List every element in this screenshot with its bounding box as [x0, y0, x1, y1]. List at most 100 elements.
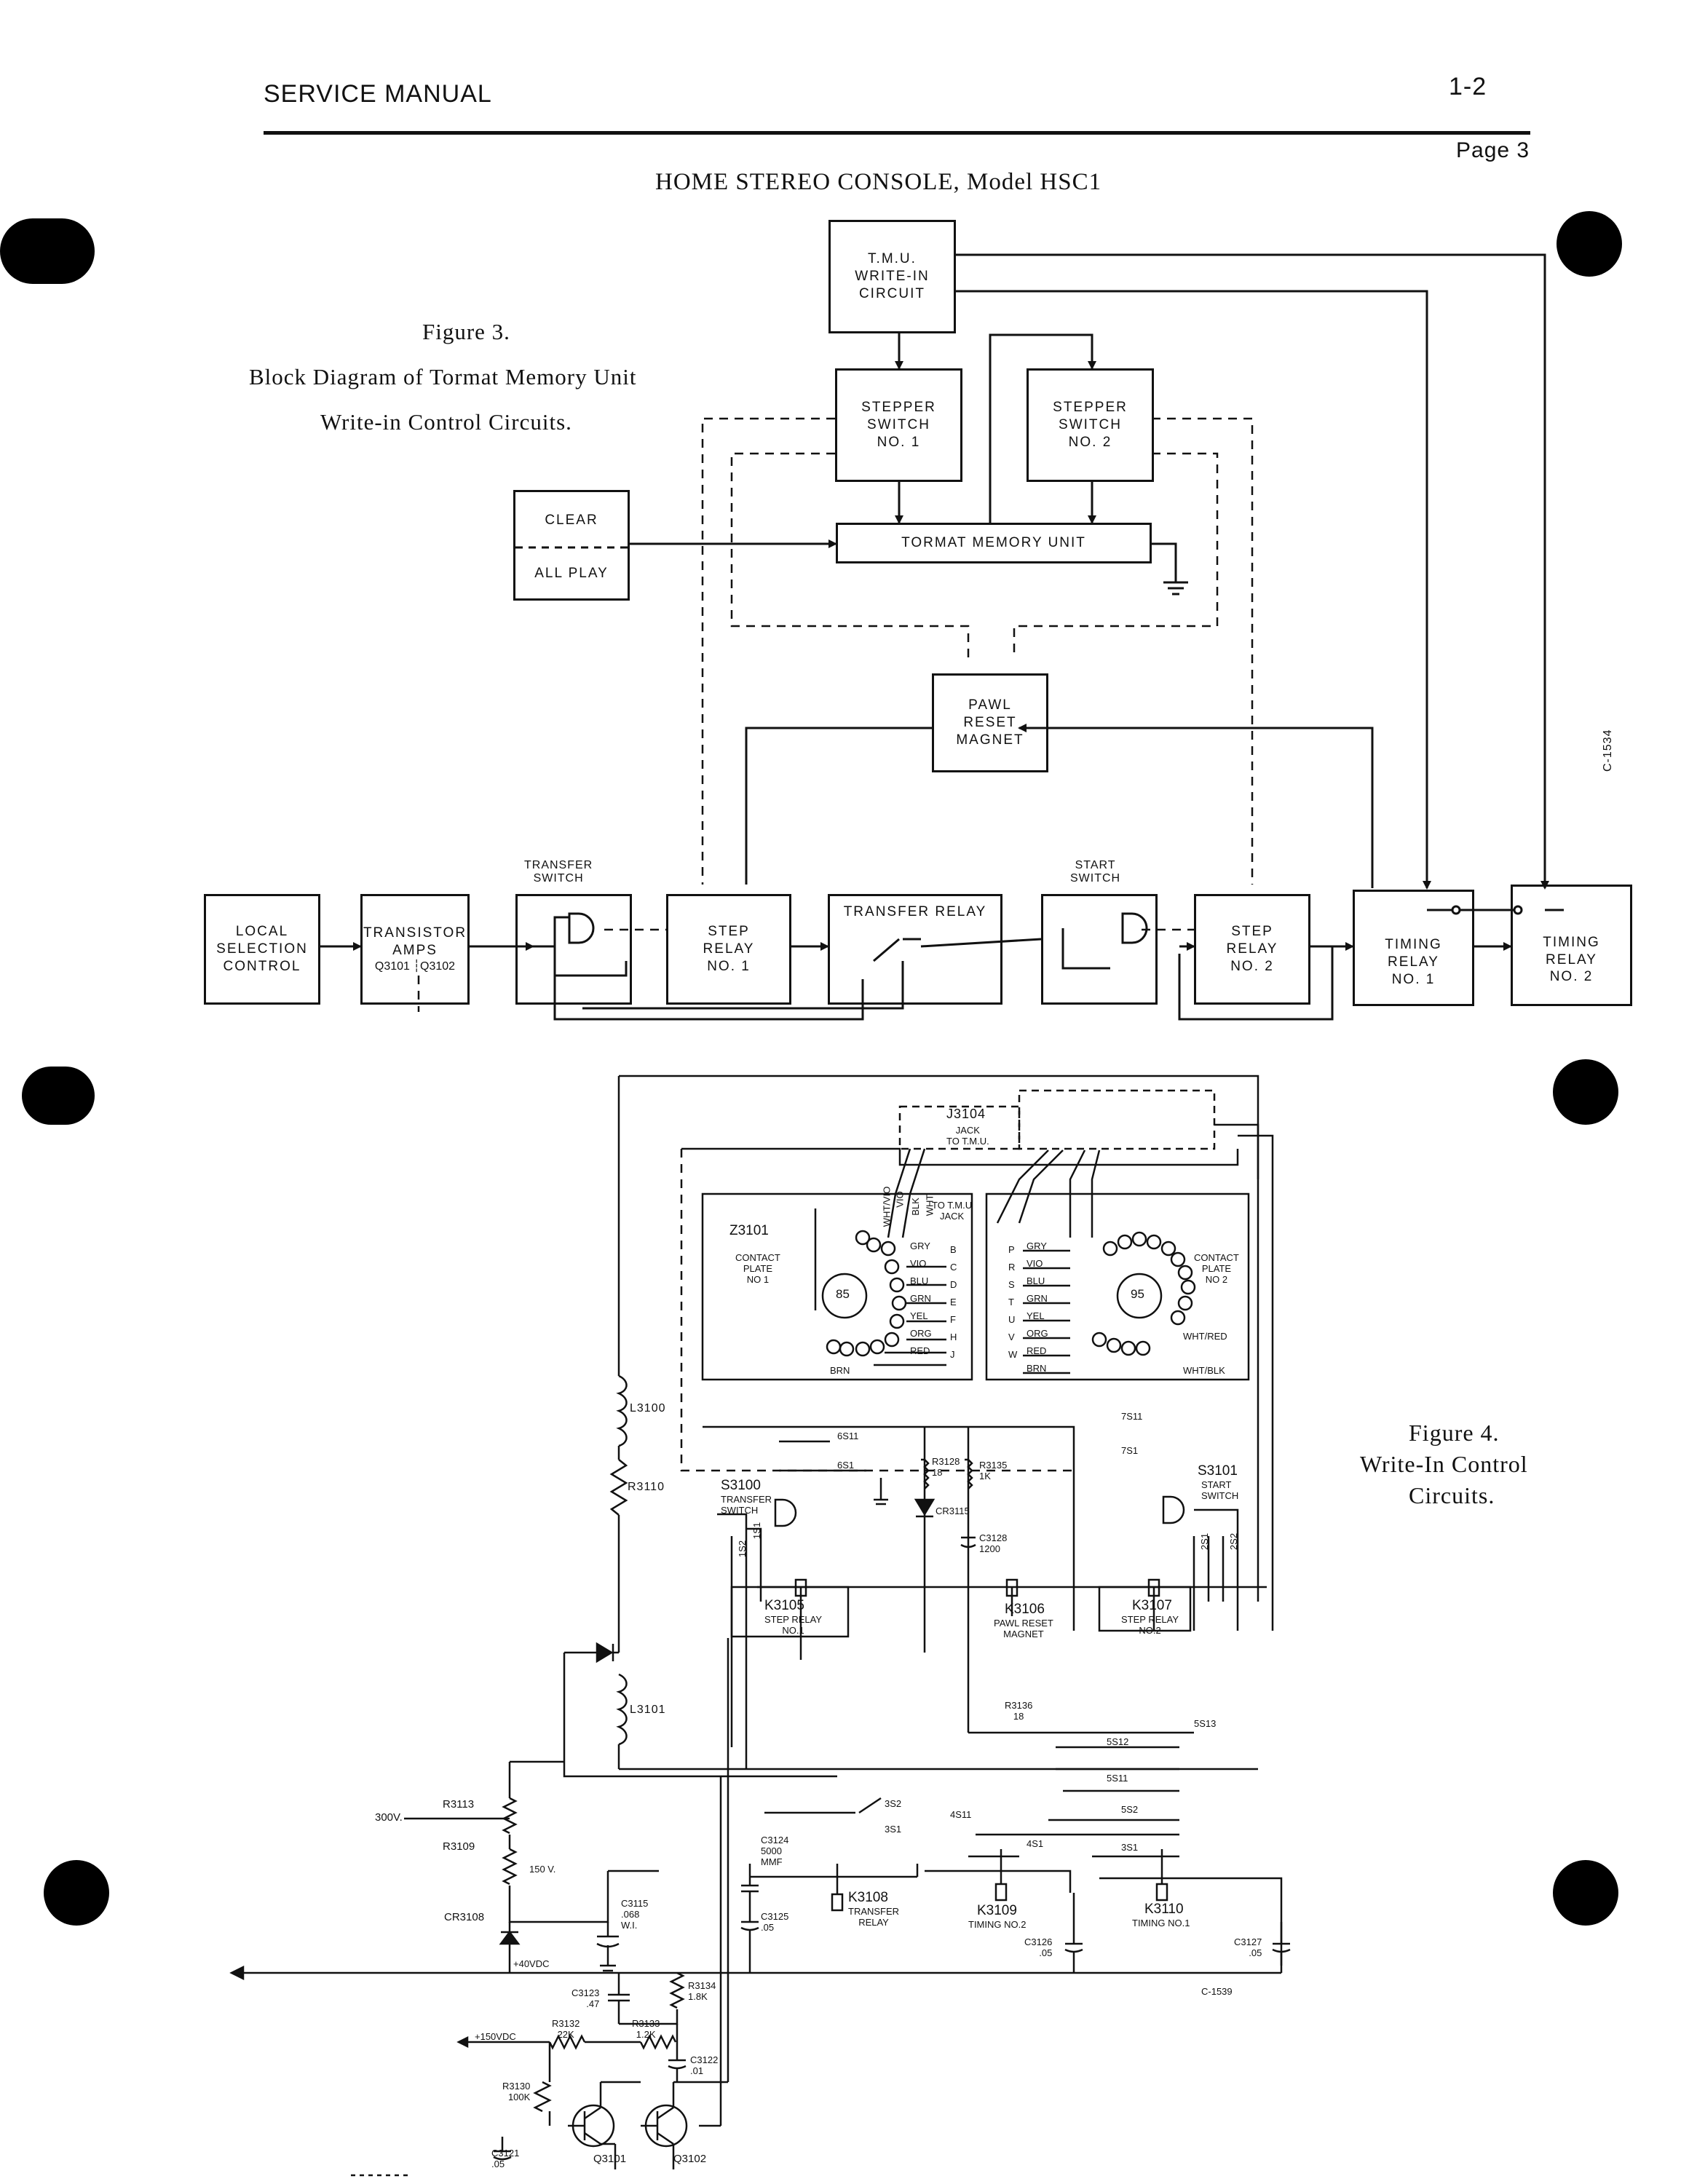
contact-letter: F [950, 1314, 956, 1325]
to-tmu-jack-label: TO T.M.U JACK [932, 1200, 973, 1222]
150v-label: 150 V. [529, 1864, 556, 1875]
contact-letter: V [1008, 1332, 1015, 1342]
wire-color: GRN [910, 1293, 931, 1304]
wire-color: GRY [910, 1241, 930, 1251]
transistor-amps-block: TRANSISTOR AMPS Q3101 ┆Q3102 [360, 894, 470, 1005]
wire-color: BLU [1027, 1275, 1045, 1286]
transistor-amps-ids: Q3101 ┆Q3102 [374, 960, 456, 973]
wafer-3s1b: 3S1 [1121, 1842, 1139, 1853]
wire-color: GRN [1027, 1293, 1048, 1304]
page-number: Page 3 [1456, 138, 1530, 162]
wire-colors-right: GRY VIO BLU GRN YEL ORG RED BRN [1027, 1238, 1048, 1377]
s3100-label: S3100 [721, 1478, 761, 1493]
pawl-reset-magnet-block: PAWL RESET MAGNET [932, 673, 1048, 772]
k3108-sublabel: TRANSFER RELAY [848, 1906, 900, 1928]
transfer-switch-label: TRANSFER SWITCH [524, 859, 593, 885]
wafer-6s11: 6S11 [837, 1431, 859, 1441]
wafer-3s1: 3S1 [885, 1824, 902, 1835]
wafer-5s13: 5S13 [1194, 1718, 1217, 1729]
c3115-label: C3115 .068 W.I. [621, 1898, 649, 1931]
r3135-label: R3135 1K [979, 1460, 1008, 1481]
punch-hole [22, 1067, 95, 1125]
start-switch-label: START SWITCH [1070, 859, 1121, 885]
local-selection-control-block: LOCAL SELECTION CONTROL [204, 894, 320, 1005]
contact-letter: S [1008, 1279, 1015, 1290]
step-relay-1-block: STEP RELAY NO. 1 [666, 894, 791, 1005]
wht-label: WHT [924, 1194, 936, 1216]
z3101-label: Z3101 [729, 1223, 769, 1238]
contacts-left: B C D E F H J [950, 1241, 957, 1364]
wafer-5s12: 5S12 [1107, 1736, 1129, 1747]
wafer-7s11: 7S11 [1121, 1411, 1143, 1422]
wire-color: BLU [910, 1275, 929, 1286]
c3122-label: C3122 .01 [690, 2054, 719, 2076]
k3106-sublabel: PAWL RESET MAGNET [994, 1618, 1053, 1639]
wire-color: BRN [1027, 1363, 1047, 1374]
wafer-3s2: 3S2 [885, 1798, 902, 1809]
wht-red-label: WHT/RED [1183, 1331, 1227, 1342]
r3134-label: R3134 1.8K [688, 1980, 716, 2002]
wafer-2s2: 2S2 [1228, 1532, 1240, 1551]
timing-relay-2-block: TIMING RELAY NO. 2 [1511, 885, 1632, 1006]
k3105-label: K3105 [764, 1598, 804, 1613]
punch-hole [1557, 211, 1622, 277]
r3109-label: R3109 [443, 1840, 475, 1853]
punch-hole [1553, 1059, 1618, 1125]
c3126-label: C3126 .05 [1024, 1936, 1053, 1958]
wht-vio-label: WHT/VIO [881, 1186, 893, 1227]
tormat-memory-unit-block: TORMAT MEMORY UNIT [836, 523, 1152, 563]
stepper-switch-1-block: STEPPER SWITCH NO. 1 [835, 368, 962, 482]
wire-color: ORG [910, 1328, 932, 1339]
k3106-label: K3106 [1005, 1602, 1045, 1617]
contact-letter: E [950, 1297, 957, 1307]
wire-color: YEL [1027, 1310, 1045, 1321]
c3128-label: C3128 1200 [979, 1532, 1008, 1554]
wire-color: ORG [1027, 1328, 1048, 1339]
punch-hole [0, 218, 95, 284]
transfer-switch-block [515, 894, 632, 1005]
wafer-1s1: 1S1 [751, 1522, 763, 1540]
transfer-relay-label: TRANSFER RELAY [843, 904, 987, 919]
wire-color: VIO [1027, 1258, 1043, 1269]
amps-q3101: Q3101 [374, 960, 410, 973]
wafer-4s1: 4S1 [1027, 1838, 1044, 1849]
figure4-caption-line2: Write-In Control [1360, 1451, 1528, 1477]
figure3-caption-line2: Block Diagram of Tormat Memory Unit [249, 364, 637, 389]
figure3-caption-line3: Write-in Control Circuits. [320, 409, 572, 435]
transfer-relay-block: TRANSFER RELAY [828, 894, 1002, 1005]
wire-color: YEL [910, 1310, 928, 1321]
wafer-7s1: 7S1 [1121, 1445, 1139, 1456]
figure4-caption-line1: Figure 4. [1409, 1420, 1500, 1446]
coil-95-label: 95 [1131, 1287, 1144, 1301]
stepper-switch-2-block: STEPPER SWITCH NO. 2 [1027, 368, 1154, 482]
blk-label: BLK [909, 1198, 921, 1216]
k3109-label: K3109 [977, 1903, 1017, 1918]
tmu-writein-block: T.M.U. WRITE-IN CIRCUIT [828, 220, 956, 333]
wafer-2s1: 2S1 [1199, 1532, 1211, 1551]
amps-q3102: Q3102 [420, 960, 456, 973]
r3132-label: R3132 22K [552, 2018, 580, 2040]
console-title: HOME STEREO CONSOLE, Model HSC1 [655, 169, 1102, 195]
timing-relay-1-block: TIMING RELAY NO. 1 [1353, 890, 1474, 1006]
r3133-label: R3133 1.2K [632, 2018, 660, 2040]
c3125-label: C3125 .05 [761, 1911, 789, 1933]
figure3-caption-line1: Figure 3. [422, 319, 510, 344]
c3127-label: C3127 .05 [1234, 1936, 1262, 1958]
punch-hole [44, 1860, 109, 1926]
r3128-label: R3128 18 [932, 1456, 960, 1478]
j3104-sublabel: JACK TO T.M.U. [946, 1125, 989, 1147]
contact-letter: T [1008, 1297, 1014, 1307]
l3101-label: L3101 [630, 1704, 666, 1716]
q3102-label: Q3102 [673, 2153, 707, 2165]
contact-letter: W [1008, 1349, 1018, 1360]
wafer-5s11: 5S11 [1107, 1773, 1128, 1784]
l3100-label: L3100 [630, 1402, 666, 1415]
r3136-label: R3136 18 [1005, 1700, 1033, 1722]
figure4-code: C-1539 [1201, 1986, 1233, 1997]
transistor-amps-title: TRANSISTOR AMPS [363, 925, 467, 958]
contact-letter: H [950, 1332, 957, 1342]
all-play-block: ALL PLAY [513, 548, 630, 601]
contact-plate-1-label: CONTACT PLATE NO 1 [735, 1252, 780, 1285]
contact-letter: P [1008, 1244, 1015, 1255]
